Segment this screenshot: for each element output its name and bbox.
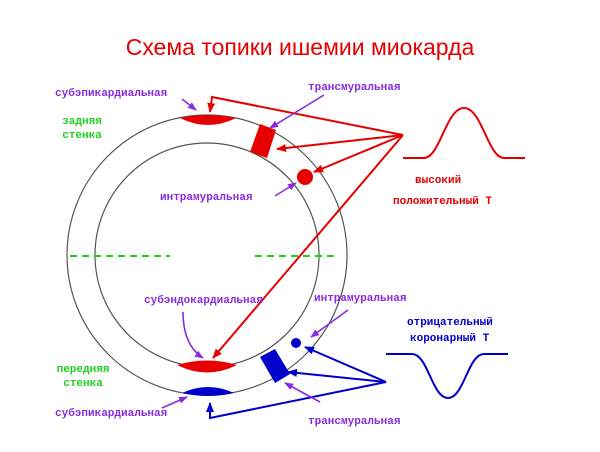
purple-arrow-intramural-top [274,182,297,197]
label-back-wall-line1: задняя [62,116,102,128]
label-negative-t-line2: коронарный Т [410,333,490,345]
label-high-t-line1: высокий [415,175,461,187]
blue-arrow-transmural [287,368,387,383]
intramural-zone-back [297,169,313,185]
transmural-zone-front [260,349,290,383]
diagram-title: Схема топики ишемии миокарда [126,34,475,60]
label-subendocardial: субэндокардиальная [144,294,263,307]
purple-arrow-transmural-bottom [284,382,321,403]
label-subepicardial-top: субэпикардиальная [55,87,167,100]
purple-arrow-subepicardial-bottom [161,396,188,409]
purple-arrow-transmural-top [269,94,325,129]
label-transmural-top: трансмуральная [308,82,400,94]
blue-arrow-intramural [304,346,387,383]
positive-t-wave [403,106,525,159]
subendocardial-zone-front [177,360,237,373]
red-arrow-subendocardial [212,134,404,359]
red-arrow-transmural [276,134,404,152]
label-subepicardial-bottom: субэпикардиальная [55,407,167,420]
purple-arrow-subepicardial-top [181,98,197,111]
label-transmural-bottom: трансмуральная [308,416,400,428]
subepicardial-zone-front [182,387,234,396]
labels: субэпикардиальная задняя стенка трансмур… [55,82,493,428]
red-arrow-subepicardial [207,95,404,136]
label-negative-t-line1: отрицательный [407,317,493,329]
label-front-wall-line2: стенка [63,378,103,390]
label-intramural-bottom: интрамуральная [314,293,406,305]
heart-wall [66,114,348,396]
label-high-t-line2: положительный Т [393,196,492,208]
subepicardial-zone-back [180,115,236,125]
blue-arrow-subepicardial [206,381,387,420]
purple-arrows [161,94,349,409]
ischemia-zones [177,115,313,396]
label-back-wall-line2: стенка [62,130,102,142]
intramural-zone-front [291,338,301,348]
t-waves [386,106,525,400]
purple-arrow-subendocardial [182,311,204,359]
label-intramural-top: интрамуральная [160,192,252,204]
negative-t-wave [386,353,508,400]
red-arrows [207,95,404,359]
purple-arrow-intramural-bottom [310,309,349,338]
red-arrow-intramural [313,134,404,173]
transmural-zone-back [250,124,276,158]
label-front-wall-line1: передняя [57,364,110,376]
blue-arrows [206,346,387,420]
